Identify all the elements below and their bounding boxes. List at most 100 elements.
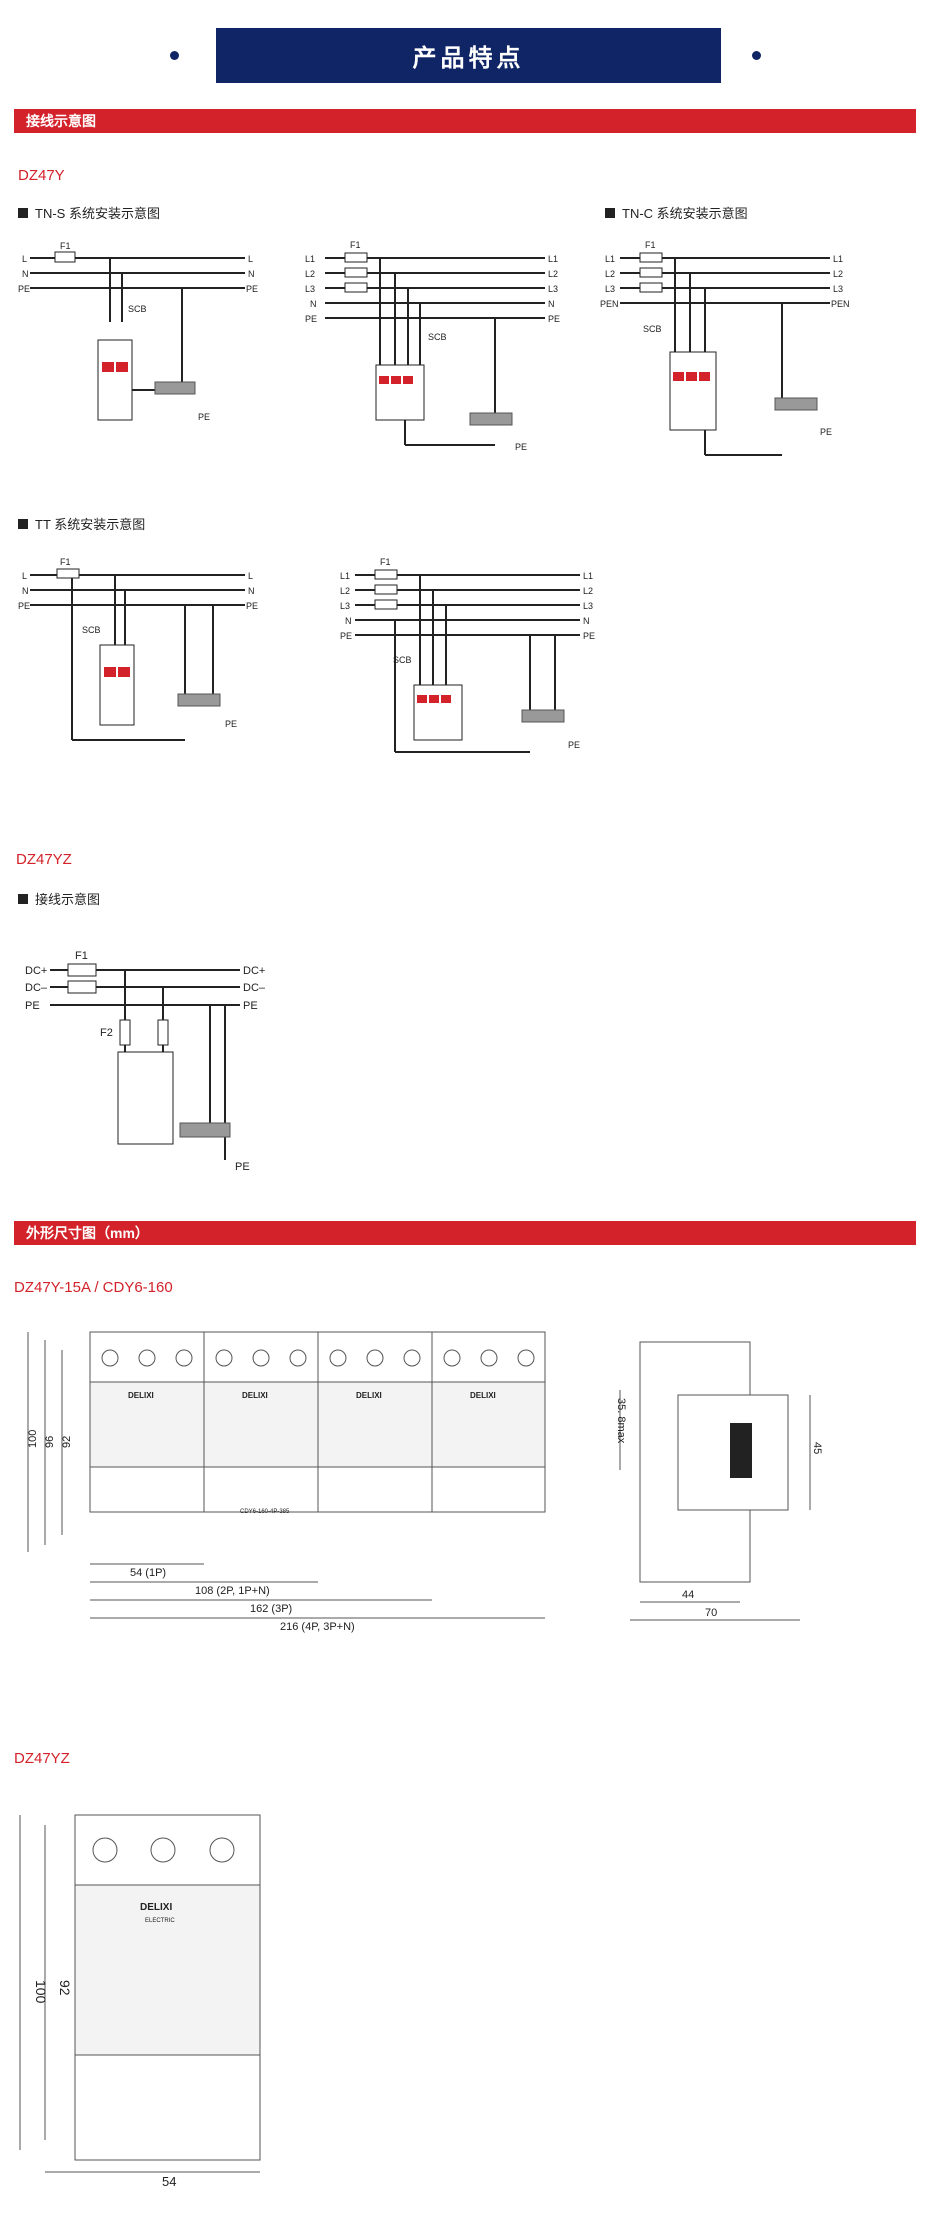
svg-text:PE: PE bbox=[235, 1161, 250, 1173]
svg-text:PEN: PEN bbox=[831, 299, 850, 309]
bullet-square-icon bbox=[605, 207, 615, 218]
brand-logo: DELIXI bbox=[470, 1391, 496, 1400]
svg-text:F1: F1 bbox=[60, 557, 71, 567]
svg-text:92: 92 bbox=[57, 1980, 73, 1996]
model-label-dz47y: DZ47Y bbox=[18, 167, 65, 184]
svg-text:DC+: DC+ bbox=[25, 965, 47, 977]
tnc-title-text: TN-C 系统安装示意图 bbox=[622, 206, 748, 221]
svg-text:100: 100 bbox=[27, 1430, 39, 1448]
svg-text:PEN: PEN bbox=[600, 299, 619, 309]
svg-text:PE: PE bbox=[243, 1000, 258, 1012]
svg-text:PE: PE bbox=[18, 284, 30, 294]
svg-text:PE: PE bbox=[25, 1000, 40, 1012]
svg-text:L1: L1 bbox=[605, 254, 615, 264]
svg-text:L: L bbox=[248, 571, 253, 581]
tnc-title: TN-C 系统安装示意图 bbox=[605, 203, 748, 222]
svg-text:PE: PE bbox=[246, 601, 258, 611]
spd-module-tnc bbox=[669, 351, 717, 431]
svg-text:PE: PE bbox=[548, 314, 560, 324]
svg-text:L3: L3 bbox=[340, 601, 350, 611]
svg-text:DC+: DC+ bbox=[243, 965, 265, 977]
svg-text:100: 100 bbox=[33, 1980, 49, 2004]
tns-title: TN-S 系统安装示意图 bbox=[18, 203, 160, 222]
svg-text:DC–: DC– bbox=[25, 982, 48, 994]
svg-text:N: N bbox=[345, 616, 352, 626]
spd-module-tns bbox=[97, 339, 133, 421]
svg-text:F1: F1 bbox=[380, 557, 391, 567]
svg-text:L2: L2 bbox=[340, 586, 350, 596]
svg-text:PE: PE bbox=[820, 427, 832, 437]
svg-text:54: 54 bbox=[162, 2174, 176, 2189]
svg-text:SCB: SCB bbox=[393, 655, 412, 665]
svg-text:PE: PE bbox=[568, 740, 580, 750]
svg-text:L2: L2 bbox=[305, 269, 315, 279]
svg-text:108 (2P, 1P+N): 108 (2P, 1P+N) bbox=[195, 1585, 270, 1597]
section-header-wiring: 接线示意图 bbox=[14, 109, 916, 133]
svg-text:L1: L1 bbox=[548, 254, 558, 264]
svg-text:L1: L1 bbox=[305, 254, 315, 264]
page-title-banner: 产品特点 bbox=[216, 28, 721, 83]
svg-text:PE: PE bbox=[225, 719, 237, 729]
svg-text:F1: F1 bbox=[645, 240, 656, 250]
svg-text:N: N bbox=[22, 269, 29, 279]
spd-module-dc bbox=[117, 1051, 174, 1145]
svg-text:PE: PE bbox=[583, 631, 595, 641]
svg-text:L1: L1 bbox=[833, 254, 843, 264]
banner-dot-right bbox=[752, 51, 761, 60]
page-title: 产品特点 bbox=[412, 45, 525, 72]
svg-text:L1: L1 bbox=[583, 571, 593, 581]
tt-title: TT 系统安装示意图 bbox=[18, 514, 145, 533]
svg-text:N: N bbox=[548, 299, 555, 309]
svg-text:L: L bbox=[22, 254, 27, 264]
svg-text:SCB: SCB bbox=[643, 324, 662, 334]
spd-module-tns3 bbox=[375, 364, 425, 421]
svg-text:L1: L1 bbox=[340, 571, 350, 581]
model-label-dz47yz-dims: DZ47YZ bbox=[14, 1750, 70, 1767]
brand-logo: DELIXI bbox=[242, 1391, 268, 1400]
bullet-square-icon bbox=[18, 518, 28, 529]
svg-text:L2: L2 bbox=[583, 586, 593, 596]
dimension-drawings: DELIXI DELIXI DELIXI DELIXI CDY6-160-4P-… bbox=[19, 1331, 823, 2189]
svg-text:PE: PE bbox=[515, 442, 527, 452]
tt-title-text: TT 系统安装示意图 bbox=[35, 517, 146, 532]
svg-text:N: N bbox=[248, 586, 255, 596]
model-label-dz47y-15a: DZ47Y-15A / CDY6-160 bbox=[14, 1279, 173, 1296]
svg-text:ELECTRIC: ELECTRIC bbox=[145, 1918, 175, 1924]
svg-text:L3: L3 bbox=[605, 284, 615, 294]
banner-dot-left bbox=[170, 51, 179, 60]
dc-title-text: 接线示意图 bbox=[35, 892, 101, 907]
svg-text:SCB: SCB bbox=[82, 625, 101, 635]
svg-text:SCB: SCB bbox=[128, 304, 147, 314]
bullet-square-icon bbox=[18, 893, 28, 904]
svg-text:N: N bbox=[310, 299, 317, 309]
spd-module-tt3 bbox=[413, 684, 463, 741]
svg-text:L2: L2 bbox=[605, 269, 615, 279]
svg-text:45: 45 bbox=[811, 1442, 823, 1454]
svg-text:F1: F1 bbox=[75, 950, 88, 962]
svg-text:L: L bbox=[248, 254, 253, 264]
svg-text:L2: L2 bbox=[833, 269, 843, 279]
svg-text:L2: L2 bbox=[548, 269, 558, 279]
svg-text:L: L bbox=[22, 571, 27, 581]
svg-text:PE: PE bbox=[340, 631, 352, 641]
svg-text:N: N bbox=[22, 586, 29, 596]
model-label-dz47yz: DZ47YZ bbox=[16, 851, 72, 868]
svg-text:216 (4P, 3P+N): 216 (4P, 3P+N) bbox=[280, 1621, 355, 1633]
svg-text:F1: F1 bbox=[60, 241, 71, 251]
brand-logo: DELIXI bbox=[356, 1391, 382, 1400]
dc-title: 接线示意图 bbox=[18, 889, 100, 908]
brand-logo: DELIXI bbox=[140, 1902, 172, 1913]
svg-text:54 (1P): 54 (1P) bbox=[130, 1567, 166, 1579]
svg-text:PE: PE bbox=[246, 284, 258, 294]
svg-text:F2: F2 bbox=[100, 1027, 113, 1039]
svg-text:PE: PE bbox=[305, 314, 317, 324]
svg-text:96: 96 bbox=[44, 1436, 56, 1448]
svg-text:PE: PE bbox=[198, 412, 210, 422]
svg-text:N: N bbox=[583, 616, 590, 626]
svg-text:PE: PE bbox=[18, 601, 30, 611]
svg-text:L3: L3 bbox=[583, 601, 593, 611]
brand-logo: DELIXI bbox=[128, 1391, 154, 1400]
svg-text:70: 70 bbox=[705, 1607, 717, 1619]
svg-text:44: 44 bbox=[682, 1589, 694, 1601]
